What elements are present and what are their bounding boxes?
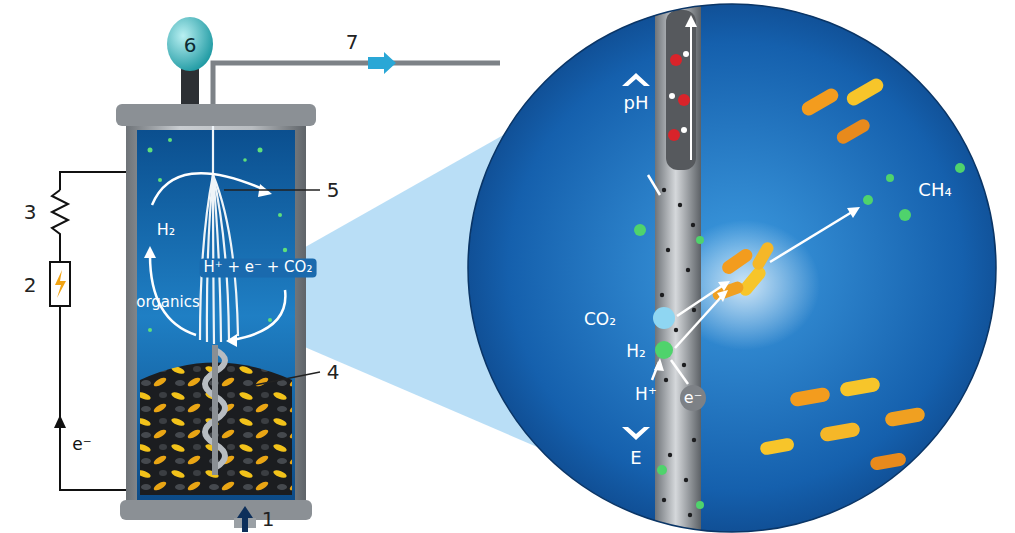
- gas-label: CO₂: [584, 310, 616, 330]
- callout-number: 5: [327, 179, 340, 202]
- callout-number: 1: [262, 507, 275, 530]
- brush-cathode: [200, 126, 238, 344]
- lightning-symbol: [55, 270, 66, 298]
- proton-label: H⁺: [635, 385, 657, 405]
- bulb-stem: [181, 66, 199, 108]
- inlet-arrow: [237, 506, 253, 532]
- current-arrow: [54, 415, 66, 428]
- callout-number: 4: [327, 361, 340, 384]
- substrate-label: organics: [136, 294, 200, 311]
- reactor-lid: [116, 104, 316, 126]
- gas-label: H₂: [157, 221, 175, 239]
- electron-label: e⁻: [684, 389, 702, 407]
- gas-pipe: [213, 63, 500, 106]
- leader-line: [224, 189, 320, 191]
- leader-line: [255, 372, 320, 385]
- reaction-label: H⁺ + e⁻ + CO₂: [200, 258, 317, 277]
- flow-arrow: [368, 52, 396, 74]
- arrow-head: [226, 334, 237, 347]
- ph-label: pH: [624, 93, 649, 114]
- callout-number: 2: [24, 274, 37, 297]
- anode-rod: [212, 345, 218, 475]
- potential-label: E: [630, 448, 641, 469]
- arrow-head: [144, 246, 156, 258]
- power-source: [50, 262, 70, 306]
- magnified-view: [466, 0, 1006, 533]
- callout-number: 3: [24, 201, 37, 224]
- callout-number: 7: [346, 31, 359, 54]
- electron-label: e⁻: [72, 435, 91, 455]
- cycle-arrow: [150, 173, 285, 340]
- magnifier-rim: [468, 4, 996, 532]
- gas-bag: [167, 17, 213, 71]
- reactor-wall: [126, 122, 306, 510]
- gas-label: H₂: [626, 342, 646, 362]
- gas-label: CH₄: [918, 180, 951, 201]
- callout-number: 6: [184, 34, 197, 57]
- reactor-base: [120, 500, 312, 520]
- liquid: [137, 130, 295, 502]
